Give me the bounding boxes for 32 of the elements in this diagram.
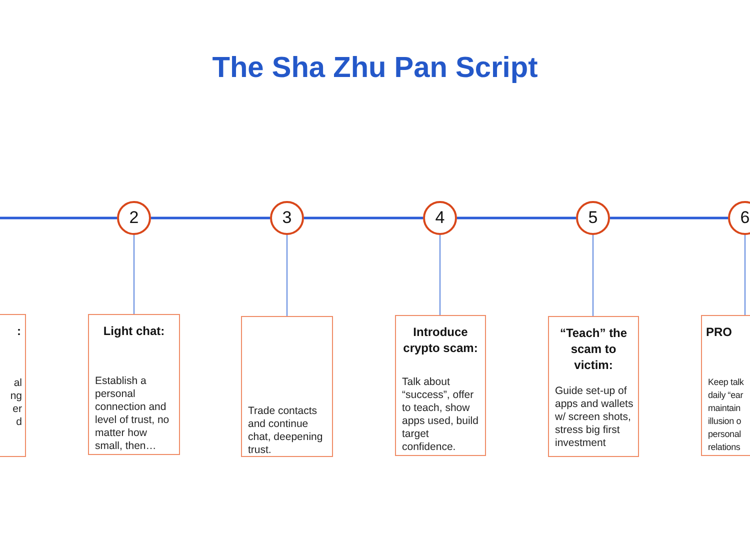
connector-line xyxy=(744,235,746,315)
connector-line xyxy=(592,235,594,316)
step-number-circle: 6 xyxy=(728,201,750,235)
timeline-line xyxy=(457,216,576,220)
step-card xyxy=(548,316,639,457)
step-heading: : xyxy=(16,323,21,339)
diagram-title: The Sha Zhu Pan Script xyxy=(211,52,539,85)
step-number-circle: 4 xyxy=(423,201,457,235)
step-card xyxy=(395,315,486,456)
connector-line xyxy=(286,235,288,316)
step-description: Trade contacts and continue chat, deepening trust. xyxy=(248,405,324,457)
step-number-circle: 5 xyxy=(576,201,610,235)
timeline-line xyxy=(151,216,270,220)
connector-line xyxy=(439,235,441,315)
step-number-circle: 2 xyxy=(117,201,151,235)
timeline-line xyxy=(610,216,728,220)
step-card xyxy=(701,315,750,456)
step-description: al ng er d xyxy=(9,377,22,429)
step-heading: “Teach” the scam to victim: xyxy=(558,325,628,373)
step-heading: Introduce crypto scam: xyxy=(402,324,479,356)
timeline-line xyxy=(304,216,423,220)
step-number-circle: 3 xyxy=(270,201,304,235)
step-card xyxy=(241,316,333,457)
step-description: Talk about “success”, offer to teach, show apps used, build target confidence. xyxy=(402,376,480,454)
step-card xyxy=(88,314,180,455)
step-description: Keep talk daily “ear maintain illusion o personal relations xyxy=(708,376,745,454)
step-description: Establish a personal connection and level of trust, no matter how small, then… xyxy=(95,375,170,453)
step-heading: PRO xyxy=(706,324,734,340)
step-description: Guide set-up of apps and wallets w/ screen shots, stress big first investment xyxy=(555,385,634,450)
timeline-line xyxy=(0,216,117,220)
step-heading: Light chat: xyxy=(102,323,166,339)
connector-line xyxy=(133,235,135,314)
